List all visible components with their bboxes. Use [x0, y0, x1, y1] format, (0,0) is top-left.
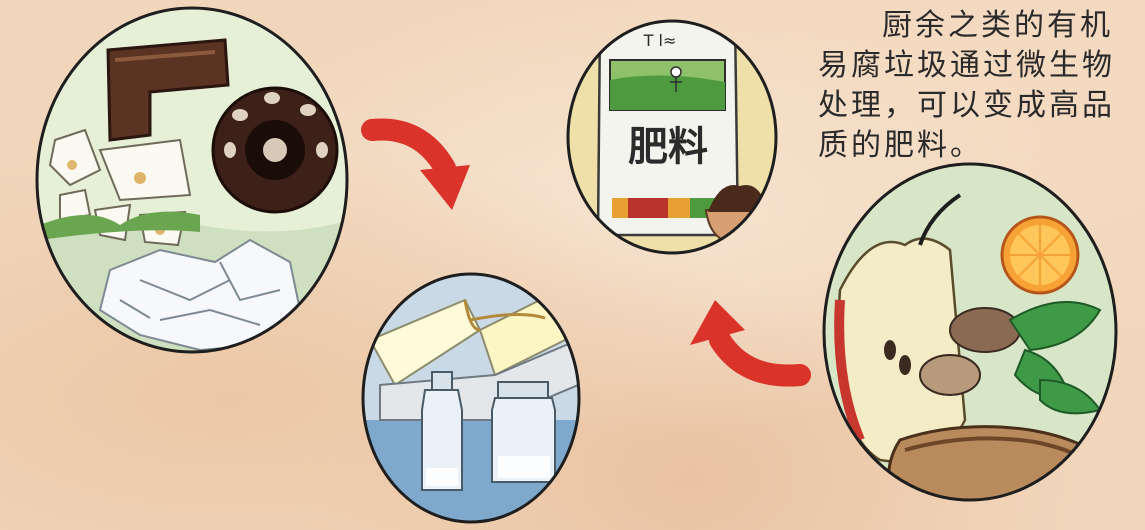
fertilizer-circle: 肥料 T l≈: [565, 20, 780, 260]
food-waste-circle: [820, 160, 1120, 510]
book-bottles-circle: [360, 270, 590, 530]
fertilizer-bag-logo: T l≈: [643, 31, 677, 50]
curved-arrow-food-to-fertilizer: [690, 300, 800, 376]
curved-arrow-waste-to-recyclables: [372, 129, 470, 210]
mixed-waste-circle: [30, 0, 360, 360]
glass-jar: [492, 382, 555, 482]
orange-slice: [1002, 217, 1078, 293]
caption-line-3: 处理，可以变成高品: [818, 86, 1140, 126]
caption-text: 厨余之类的有机 易腐垃圾通过微生物 处理，可以变成高品 质的肥料。: [818, 6, 1140, 166]
caption-line-1: 厨余之类的有机: [818, 6, 1140, 46]
small-glass-bottle: [422, 372, 462, 490]
rubber-wheel: [213, 88, 337, 212]
caption-line-4: 质的肥料。: [818, 126, 1140, 166]
fertilizer-bag-label: 肥料: [628, 124, 708, 170]
caption-line-2: 易腐垃圾通过微生物: [818, 46, 1140, 86]
